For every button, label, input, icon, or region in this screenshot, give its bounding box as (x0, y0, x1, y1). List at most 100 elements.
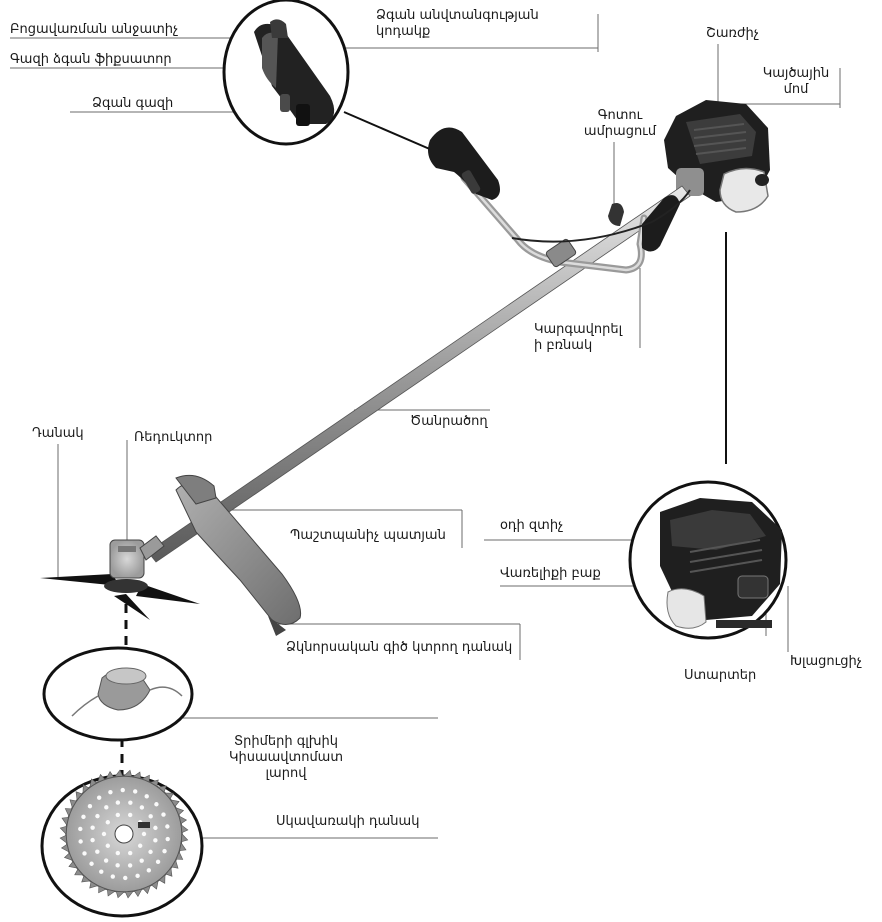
saw-hole (165, 824, 170, 829)
label-spark-plug: Կայծային մոմ (762, 66, 830, 97)
saw-hole (161, 812, 166, 817)
saw-hole (90, 837, 95, 843)
label-throttle-lever-lock: Գազի ձգան ֆիքսատոր (10, 52, 172, 67)
saw-hole (105, 843, 111, 848)
saw-tooth (150, 880, 159, 890)
label-engine: Շառժիչ (706, 26, 759, 41)
saw-tooth (142, 885, 151, 895)
saw-tooth (179, 842, 187, 852)
label-blade: Դանակ (32, 426, 84, 441)
guard-icon (175, 474, 302, 636)
handle-callout (222, 0, 350, 146)
saw-hole (128, 800, 133, 805)
saw-tooth (165, 867, 173, 877)
gearbox (109, 535, 165, 579)
saw-tooth (180, 824, 189, 834)
saw-hole (101, 831, 107, 837)
shaft (147, 185, 691, 563)
saw-hole (148, 849, 153, 855)
saw-tooth (106, 889, 116, 897)
label-guard: Պաշտպանիչ պատյան (290, 528, 446, 543)
saw-hole (82, 851, 87, 856)
saw-tooth (82, 784, 90, 794)
engine-callout (628, 480, 788, 640)
saw-tooth (149, 779, 159, 787)
saw-tooth (64, 808, 73, 817)
saw-hole (148, 814, 153, 819)
saw-tooth (178, 815, 188, 825)
saw-hole (104, 805, 109, 810)
saw-tooth (89, 778, 98, 788)
label-gearbox: Ռեդուկտոր (134, 430, 213, 445)
saw-hole (132, 789, 138, 794)
engine-icon (664, 100, 770, 213)
saw-tooth (171, 859, 179, 869)
saw-tooth (175, 807, 185, 816)
saw-hole (105, 820, 111, 825)
saw-tooth (75, 791, 83, 801)
saw-hole (135, 873, 140, 879)
saw-tooth (59, 825, 67, 835)
saw-hole (78, 839, 83, 844)
three-tooth-blade-icon (40, 574, 200, 620)
saw-tooth (105, 770, 115, 780)
saw-hole (115, 863, 120, 868)
saw-tooth (61, 816, 69, 826)
saw-tooth (124, 890, 134, 899)
saw-hole (95, 813, 100, 819)
saw-hole (81, 814, 86, 820)
label-throttle-lock: Բոցավառման անջատիչ (10, 22, 179, 37)
saw-tooth (181, 833, 189, 843)
saw-hole (120, 787, 125, 793)
label-shaft: Ծանրածող (410, 414, 488, 429)
saw-hole (127, 863, 133, 868)
saw-tooth (59, 834, 68, 844)
saw-hole (141, 831, 147, 837)
saw-blade-callout (40, 769, 204, 918)
saw-hole (139, 858, 144, 863)
saw-tooth (175, 851, 184, 860)
saw-tooth (133, 888, 143, 898)
saw-hole (103, 858, 109, 863)
label-adjustable-handle: Կարգավորել ի բռնակ (534, 322, 623, 353)
callout-connectors (343, 111, 727, 464)
saw-hole (99, 869, 104, 874)
saw-hole (137, 843, 143, 848)
handle-grip-icon (254, 19, 335, 126)
saw-hole (146, 868, 152, 873)
saw-hole (123, 875, 128, 881)
label-starter: Ստարտեր (684, 668, 757, 683)
saw-hole (78, 826, 83, 832)
saw-tooth (123, 769, 133, 777)
label-throttle-trigger: Ձգան գազի (92, 96, 174, 111)
saw-tooth (170, 799, 180, 808)
saw-hole (96, 795, 102, 800)
handlebar (428, 127, 691, 274)
saw-hole (153, 838, 158, 843)
saw-tooth (115, 891, 125, 899)
label-trimmer-head: Տրիմերի գլխիկ Կիսաավտոմատ լարով (228, 734, 344, 781)
saw-tooth (63, 852, 73, 861)
label-strap-clip: Գոտու ամրացում (583, 108, 657, 139)
saw-hole (155, 859, 161, 865)
saw-blade-icon (59, 769, 189, 899)
saw-tooth (164, 792, 174, 800)
saw-hole (108, 789, 113, 795)
label-trigger-safety-button: Ձգան անվտանգության կոդակք (376, 8, 539, 39)
saw-hole (89, 861, 94, 866)
saw-hole (154, 802, 159, 807)
saw-tooth (69, 799, 77, 809)
saw-hole (153, 825, 158, 831)
dashed-connectors (120, 604, 128, 780)
saw-hole (110, 874, 116, 879)
saw-hole (165, 836, 170, 842)
saw-hole (127, 812, 133, 818)
saw-tooth (157, 785, 167, 793)
saw-hole (127, 850, 133, 856)
saw-hole (90, 825, 95, 830)
label-line-cutter: Ձկնորսական գիծ կտրող դանակ (286, 640, 513, 655)
label-muffler: Խլացուցիչ (790, 654, 863, 669)
label-saw-blade: Սկավառակի դանակ (276, 814, 420, 829)
